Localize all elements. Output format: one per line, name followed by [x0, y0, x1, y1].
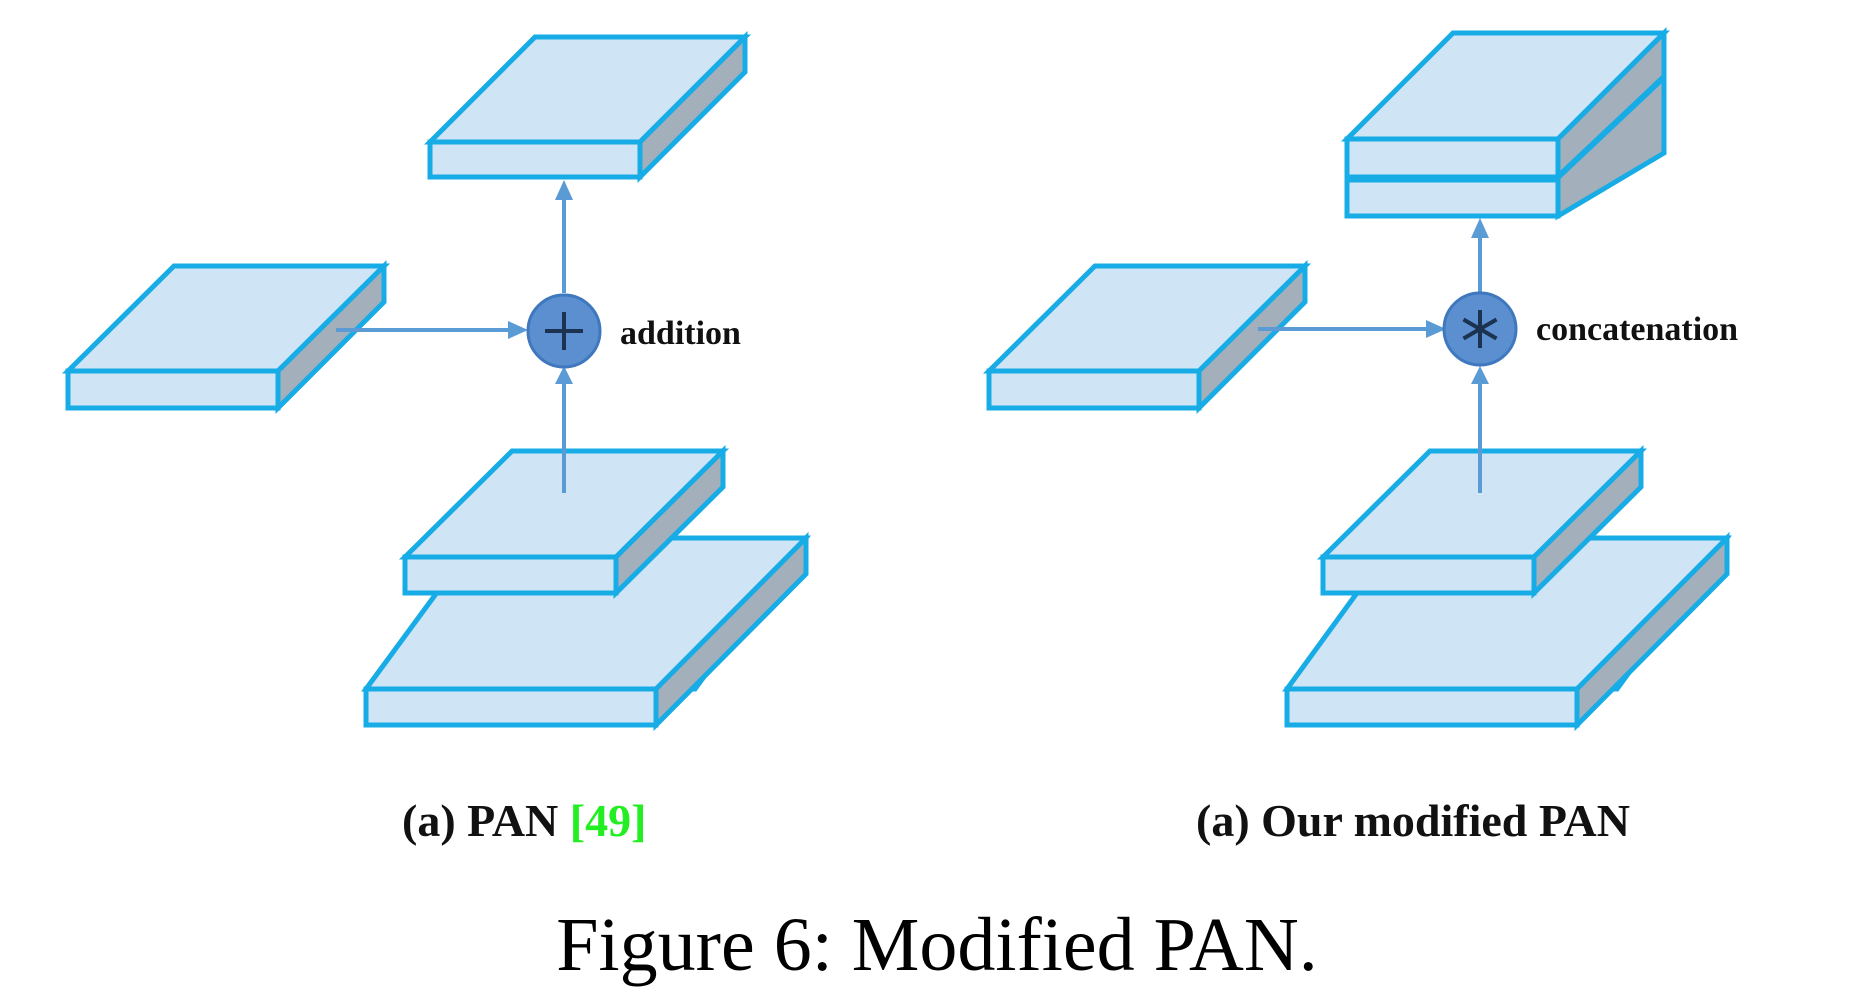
feature-map-left [61, 260, 391, 415]
figure-caption: Figure 6: Modified PAN. [556, 903, 1317, 987]
feature-map-output-concatenated [1340, 26, 1671, 221]
subcaption-modified-pan: (a) Our modified PAN [1196, 795, 1630, 846]
arrow-up-to-operator-modified [1471, 366, 1489, 493]
arrow-left-to-operator-modified [1258, 320, 1446, 338]
feature-map-output [423, 30, 752, 184]
feature-map-left-modified [982, 260, 1312, 415]
panel-modified-pan: concatenation (a) Our modified PAN [982, 26, 1738, 846]
arrow-operator-to-output-modified [1471, 218, 1489, 292]
feature-map-bottom-small [398, 445, 730, 599]
operation-label-concatenation: concatenation [1536, 311, 1738, 348]
plus-icon [545, 312, 583, 350]
asterisk-icon [1462, 310, 1498, 348]
arrow-up-to-operator [555, 366, 573, 493]
citation-link[interactable]: [49] [570, 795, 647, 846]
subcaption-pan: (a) PAN [49] [402, 795, 646, 846]
arrow-left-to-operator [336, 321, 528, 339]
subcaption-pan-text: (a) PAN [402, 795, 570, 846]
concatenation-operator [1442, 291, 1518, 367]
operation-label-addition: addition [620, 315, 741, 352]
panel-pan: addition (a) PAN [49] [61, 30, 811, 846]
addition-operator [526, 293, 602, 369]
arrow-operator-to-output [555, 180, 573, 293]
subcaption-modified-pan-text: (a) Our modified PAN [1196, 795, 1630, 846]
feature-map-bottom-small-modified [1316, 445, 1648, 599]
